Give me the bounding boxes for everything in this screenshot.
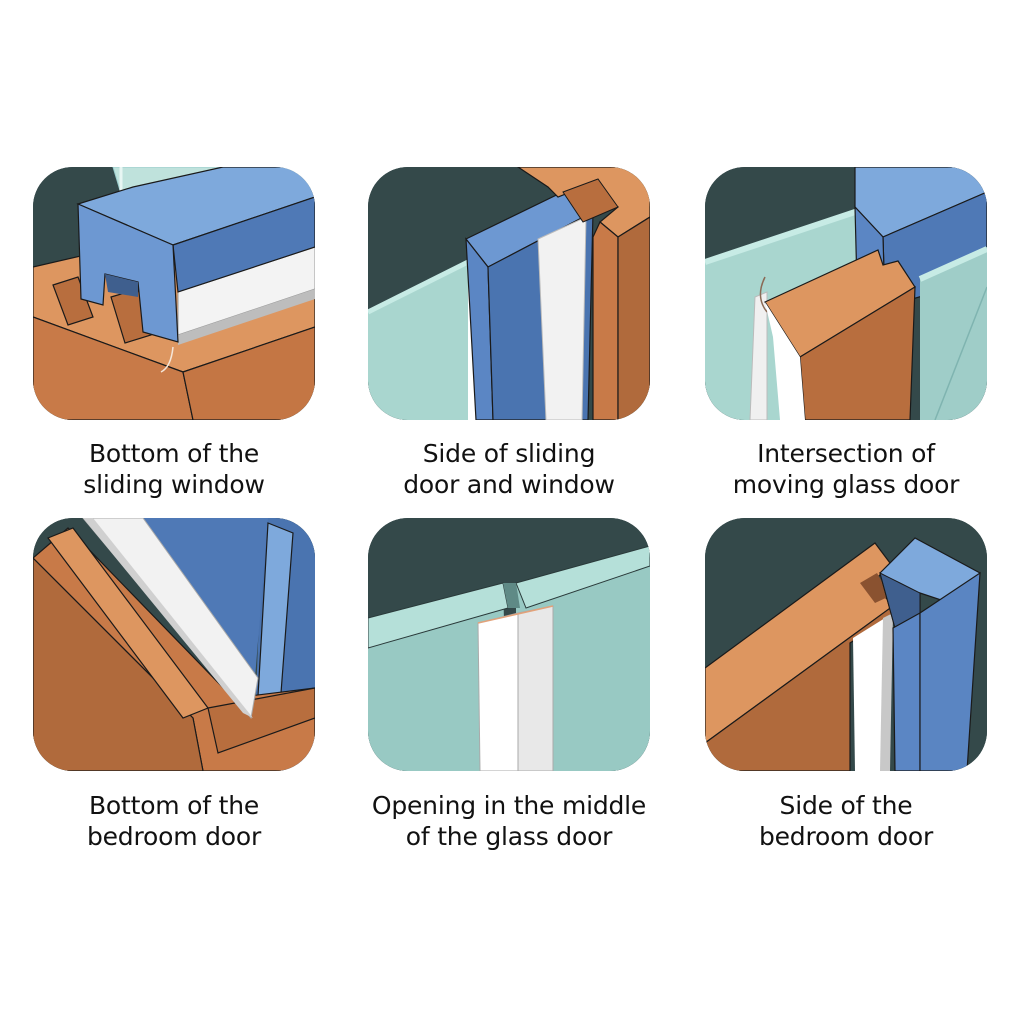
glass-door-middle-seal-icon (368, 518, 650, 771)
caption-line-1: Bottom of the (88, 791, 260, 820)
caption-line-1: Side of sliding (422, 439, 596, 468)
caption-line-2: door and window (403, 470, 615, 499)
illustration-intersection-moving-glass-door (705, 167, 987, 420)
illustration-bottom-bedroom-door (33, 518, 315, 771)
sliding-window-bottom-seal-icon (33, 167, 315, 420)
caption-bottom-bedroom-door: Bottom of the bedroom door (9, 790, 339, 852)
caption-line-1: Opening in the middle (371, 791, 647, 820)
illustration-side-sliding-door-window (368, 167, 650, 420)
caption-line-1: Side of the (779, 791, 913, 820)
sliding-door-side-seal-icon (368, 167, 650, 420)
illustration-side-bedroom-door (705, 518, 987, 771)
bedroom-door-bottom-seal-icon (33, 518, 315, 771)
caption-line-1: Bottom of the (88, 439, 260, 468)
caption-line-2: bedroom door (86, 822, 262, 851)
caption-intersection-moving-glass-door: Intersection of moving glass door (681, 438, 1011, 500)
caption-line-1: Intersection of (757, 439, 935, 468)
caption-line-2: moving glass door (732, 470, 960, 499)
bedroom-door-side-seal-icon (705, 518, 987, 771)
illustration-opening-middle-glass-door (368, 518, 650, 771)
caption-line-2: of the glass door (405, 822, 613, 851)
caption-side-bedroom-door: Side of the bedroom door (681, 790, 1011, 852)
caption-opening-middle-glass-door: Opening in the middle of the glass door (344, 790, 674, 852)
caption-line-2: bedroom door (758, 822, 934, 851)
glass-door-intersection-seal-icon (705, 167, 987, 420)
illustration-bottom-sliding-window (33, 167, 315, 420)
caption-line-2: sliding window (83, 470, 265, 499)
caption-bottom-sliding-window: Bottom of the sliding window (9, 438, 339, 500)
caption-side-sliding-door-window: Side of sliding door and window (344, 438, 674, 500)
